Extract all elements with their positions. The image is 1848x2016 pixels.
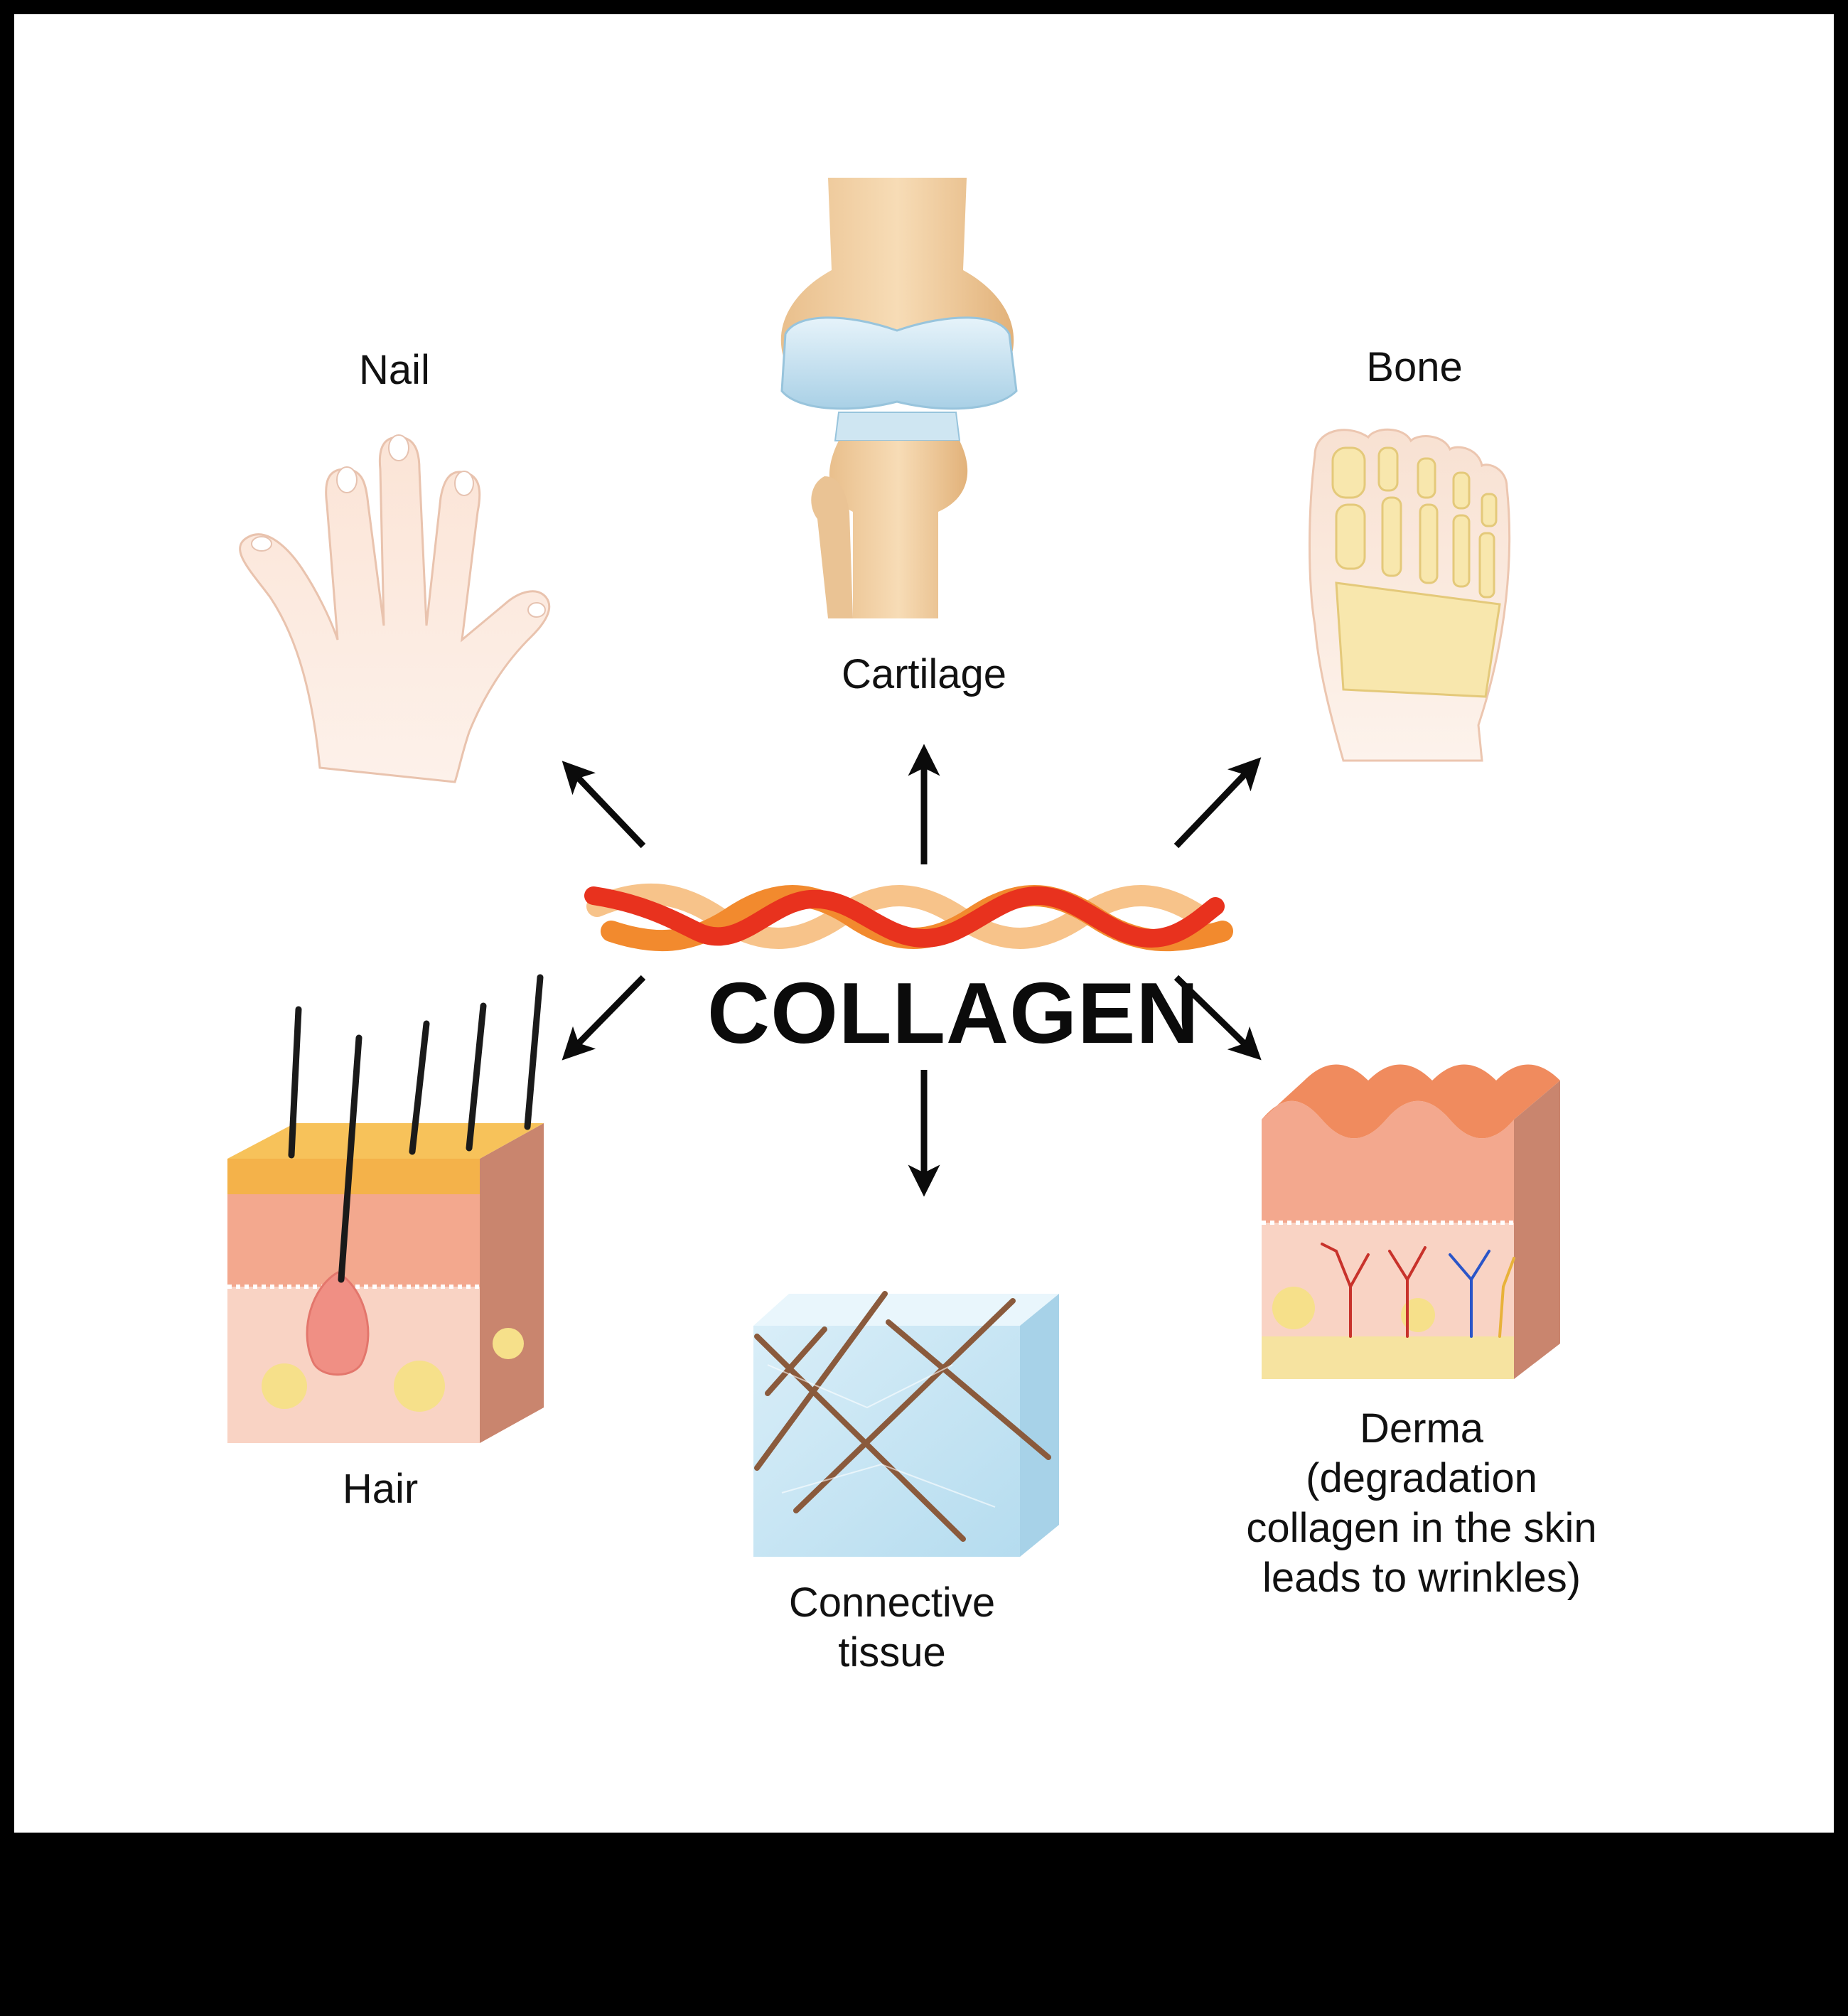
- arrow-to-hair: [562, 975, 646, 1061]
- derma-illustration: [1262, 1064, 1560, 1379]
- label-derma: Derma (degradation collagen in the skin …: [1223, 1404, 1621, 1603]
- label-nail: Nail: [359, 347, 430, 393]
- connective-tissue-illustration: [753, 1291, 1059, 1557]
- diagram-artwork: [227, 178, 1560, 1557]
- label-derma-line-3: collagen in the skin: [1246, 1505, 1597, 1551]
- arrow-to-derma: [1173, 975, 1262, 1061]
- label-connective-tissue-line-1: Connective: [788, 1580, 996, 1626]
- knee-illustration: [780, 178, 1018, 618]
- arrow-to-nail: [562, 761, 646, 849]
- hair-skin-illustration: [227, 974, 544, 1443]
- label-derma-line-1: Derma: [1359, 1405, 1484, 1452]
- diagram-panel: COLLAGEN Nail Cartilage Bone Hair Connec…: [14, 14, 1834, 1833]
- label-derma-line-4: leads to wrinkles): [1262, 1555, 1581, 1601]
- label-derma-line-2: (degradation: [1306, 1455, 1537, 1501]
- hand-illustration: [239, 434, 551, 783]
- label-connective-tissue-line-2: tissue: [838, 1629, 946, 1675]
- collagen-strand: [584, 883, 1233, 952]
- label-bone: Bone: [1366, 344, 1463, 390]
- collagen-title: COLLAGEN: [707, 965, 1200, 1061]
- label-cartilage: Cartilage: [841, 651, 1007, 697]
- foot-illustration: [1309, 428, 1511, 762]
- label-hair: Hair: [342, 1466, 419, 1512]
- label-connective-tissue: Connective tissue: [750, 1578, 1034, 1678]
- arrow-to-bone: [1173, 757, 1262, 849]
- arrows: [562, 744, 1262, 1197]
